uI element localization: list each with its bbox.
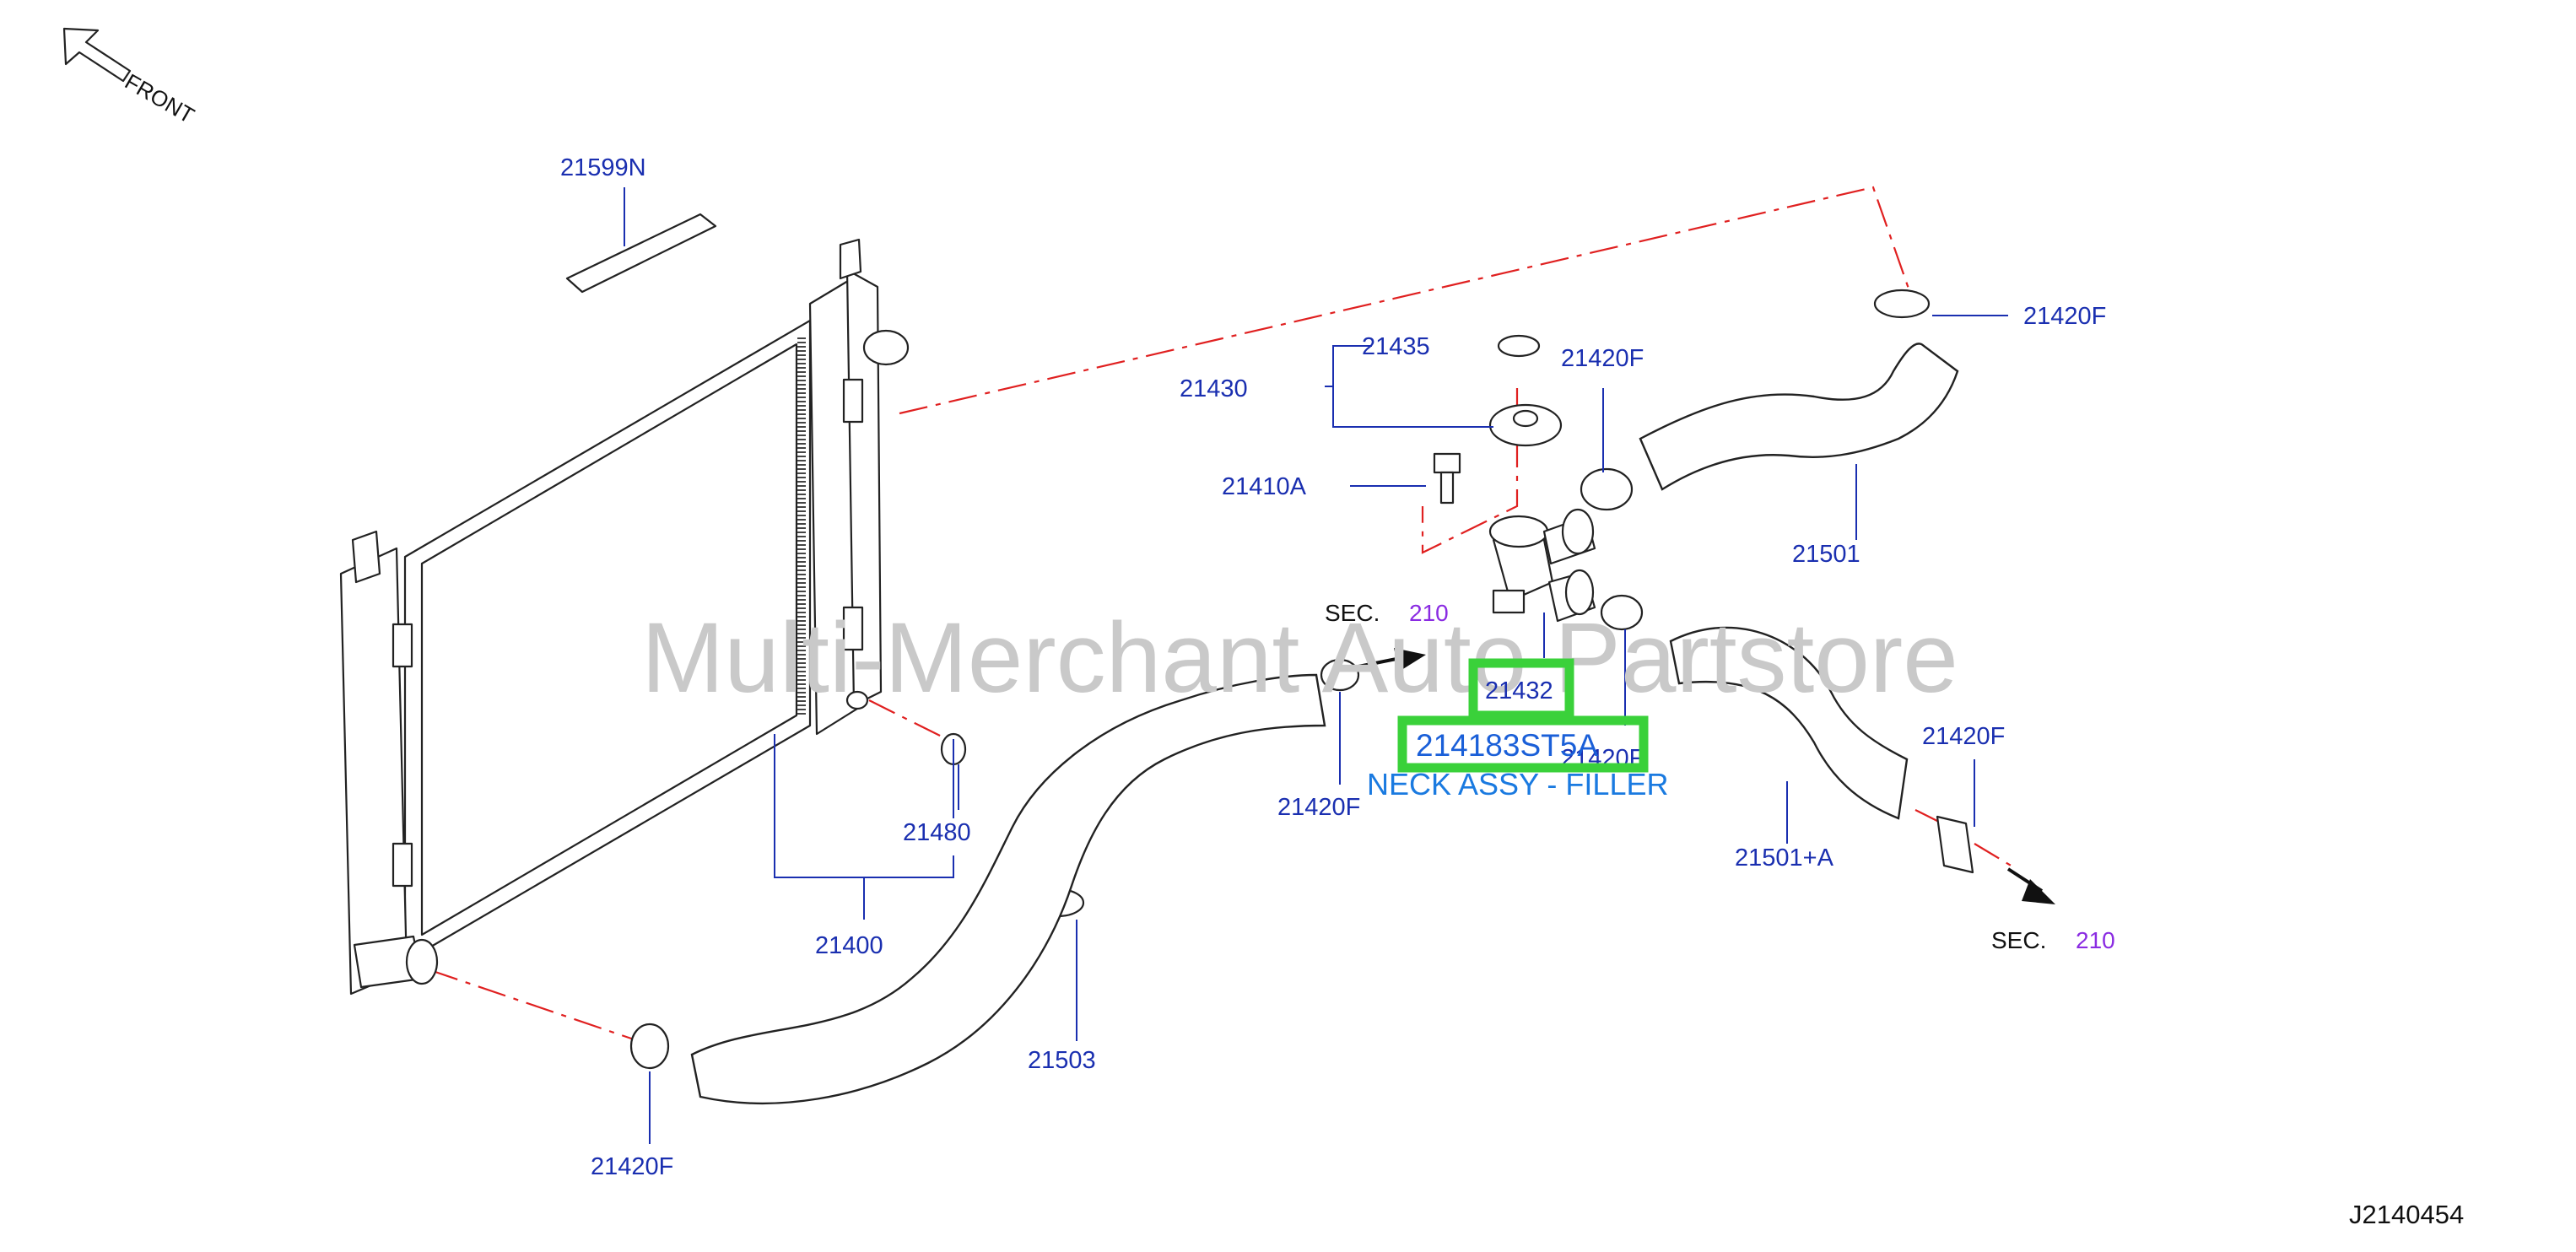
radiator	[339, 238, 910, 996]
callout-21435: 21435	[1362, 333, 1430, 360]
highlight-part-number: 214183ST5A	[1416, 728, 1598, 763]
seal-strip	[565, 213, 717, 294]
lower-hose	[690, 673, 1326, 1104]
highlight-box-part-number	[1397, 715, 1649, 773]
lower-right-hose	[1669, 626, 1909, 820]
upper-hose	[1639, 343, 1959, 491]
leader-lines	[624, 187, 2008, 1144]
front-arrow-icon	[62, 27, 132, 83]
watermark: Multi-Merchant Auto Partstore	[641, 602, 1958, 714]
callout-21480: 21480	[903, 819, 971, 846]
section-ref-prefix: SEC.	[1991, 927, 2046, 953]
callout-21420f-bottom: 21420F	[591, 1153, 673, 1180]
highlight-part-name: NECK ASSY - FILLER	[1367, 767, 1668, 801]
section-ref-upper: SEC. 210	[1325, 600, 1449, 626]
callout-21599n: 21599N	[560, 154, 646, 181]
hose-clamps	[629, 289, 1974, 1070]
section-ref-number: 210	[2076, 927, 2115, 953]
front-label: FRONT	[121, 68, 199, 128]
highlight-box-21432	[1468, 658, 1574, 720]
callout-21420f-mid: 21420F	[1561, 345, 1644, 372]
callout-21420f-top-right: 21420F	[2023, 303, 2106, 330]
callout-21432: 21432	[1485, 677, 1553, 704]
section-ref-number: 210	[1409, 600, 1449, 626]
filler-neck-assy	[1488, 508, 1596, 623]
callout-21420f-left-clamp: 21420F	[1277, 794, 1360, 821]
bolt	[1433, 452, 1461, 505]
callout-21420f-right: 21420F	[1922, 723, 2005, 750]
section-ref-prefix: SEC.	[1325, 600, 1380, 626]
callout-21501: 21501	[1792, 541, 1860, 568]
callout-21410a: 21410A	[1222, 473, 1307, 500]
direction-arrow-icon	[1358, 648, 1426, 672]
callout-21503: 21503	[1028, 1047, 1096, 1074]
callout-21400: 21400	[815, 932, 883, 959]
figure-id: J2140454	[2349, 1200, 2464, 1229]
callout-21501a: 21501+A	[1735, 845, 1834, 872]
section-ref-lower: SEC. 210	[1991, 927, 2115, 953]
radiator-cap	[1488, 334, 1563, 447]
callout-21430: 21430	[1180, 375, 1248, 402]
direction-arrow-icon	[2006, 867, 2055, 904]
